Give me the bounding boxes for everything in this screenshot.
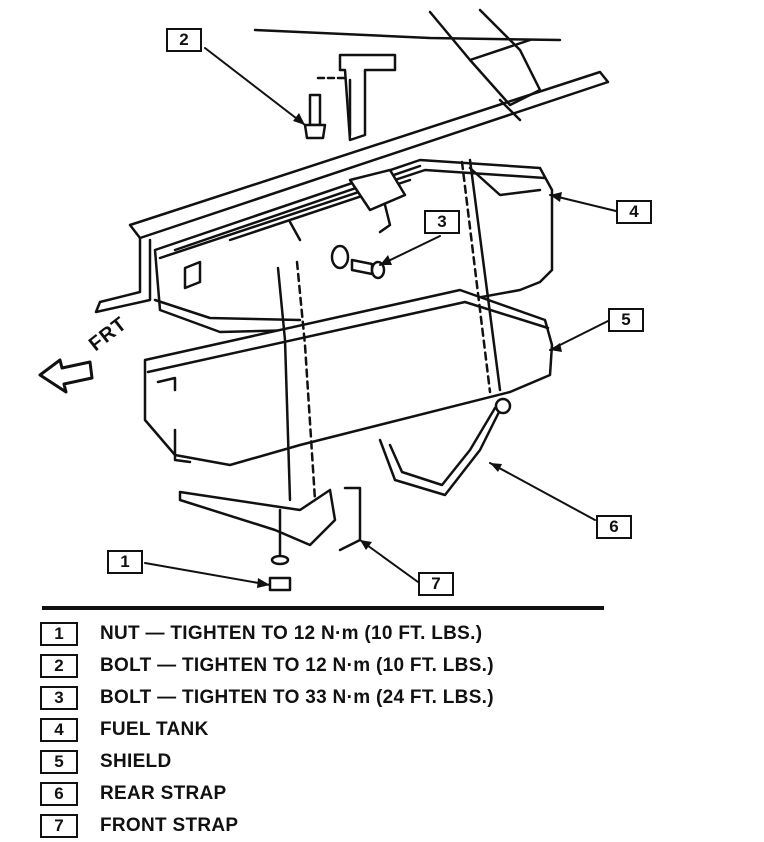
legend-text: NUT — TIGHTEN TO 12 N·m (10 FT. LBS.) [100,623,483,644]
legend-item: 7 FRONT STRAP [40,810,640,842]
rear-strap [378,158,512,497]
legend-number: 6 [40,782,78,806]
legend-text: SHIELD [100,751,172,772]
frt-arrow-icon [38,358,94,394]
legend-number: 1 [40,622,78,646]
legend-item: 6 REAR STRAP [40,778,640,810]
callout-6: 6 [596,515,632,539]
callout-3: 3 [424,210,460,234]
legend-number: 3 [40,686,78,710]
legend-text: REAR STRAP [100,783,227,804]
legend-item: 5 SHIELD [40,746,640,778]
legend-item: 2 BOLT — TIGHTEN TO 12 N·m (10 FT. LBS.) [40,650,640,682]
nut-1 [268,554,292,592]
legend-number: 7 [40,814,78,838]
callout-4: 4 [616,200,652,224]
leader-arrowheads [257,113,562,588]
legend-number: 5 [40,750,78,774]
legend-number: 2 [40,654,78,678]
parts-legend: 1 NUT — TIGHTEN TO 12 N·m (10 FT. LBS.) … [40,618,640,842]
legend-text: BOLT — TIGHTEN TO 12 N·m (10 FT. LBS.) [100,655,494,676]
callout-7: 7 [418,572,454,596]
front-strap [178,260,362,557]
legend-divider [42,606,604,610]
bolt-3 [330,244,386,280]
legend-number: 4 [40,718,78,742]
legend-text: FRONT STRAP [100,815,239,836]
callout-2: 2 [166,28,202,52]
fuel-tank [153,158,554,334]
legend-text: BOLT — TIGHTEN TO 33 N·m (24 FT. LBS.) [100,687,494,708]
legend-text: FUEL TANK [100,719,209,740]
fuel-tank-exploded-view [38,8,621,592]
shield [143,288,554,467]
frame-rail [94,8,610,314]
legend-item: 1 NUT — TIGHTEN TO 12 N·m (10 FT. LBS.) [40,618,640,650]
bolt-2 [303,93,327,140]
legend-item: 3 BOLT — TIGHTEN TO 33 N·m (24 FT. LBS.) [40,682,640,714]
callout-5: 5 [608,308,644,332]
legend-item: 4 FUEL TANK [40,714,640,746]
callout-1: 1 [107,550,143,574]
upper-bracket [316,53,397,142]
